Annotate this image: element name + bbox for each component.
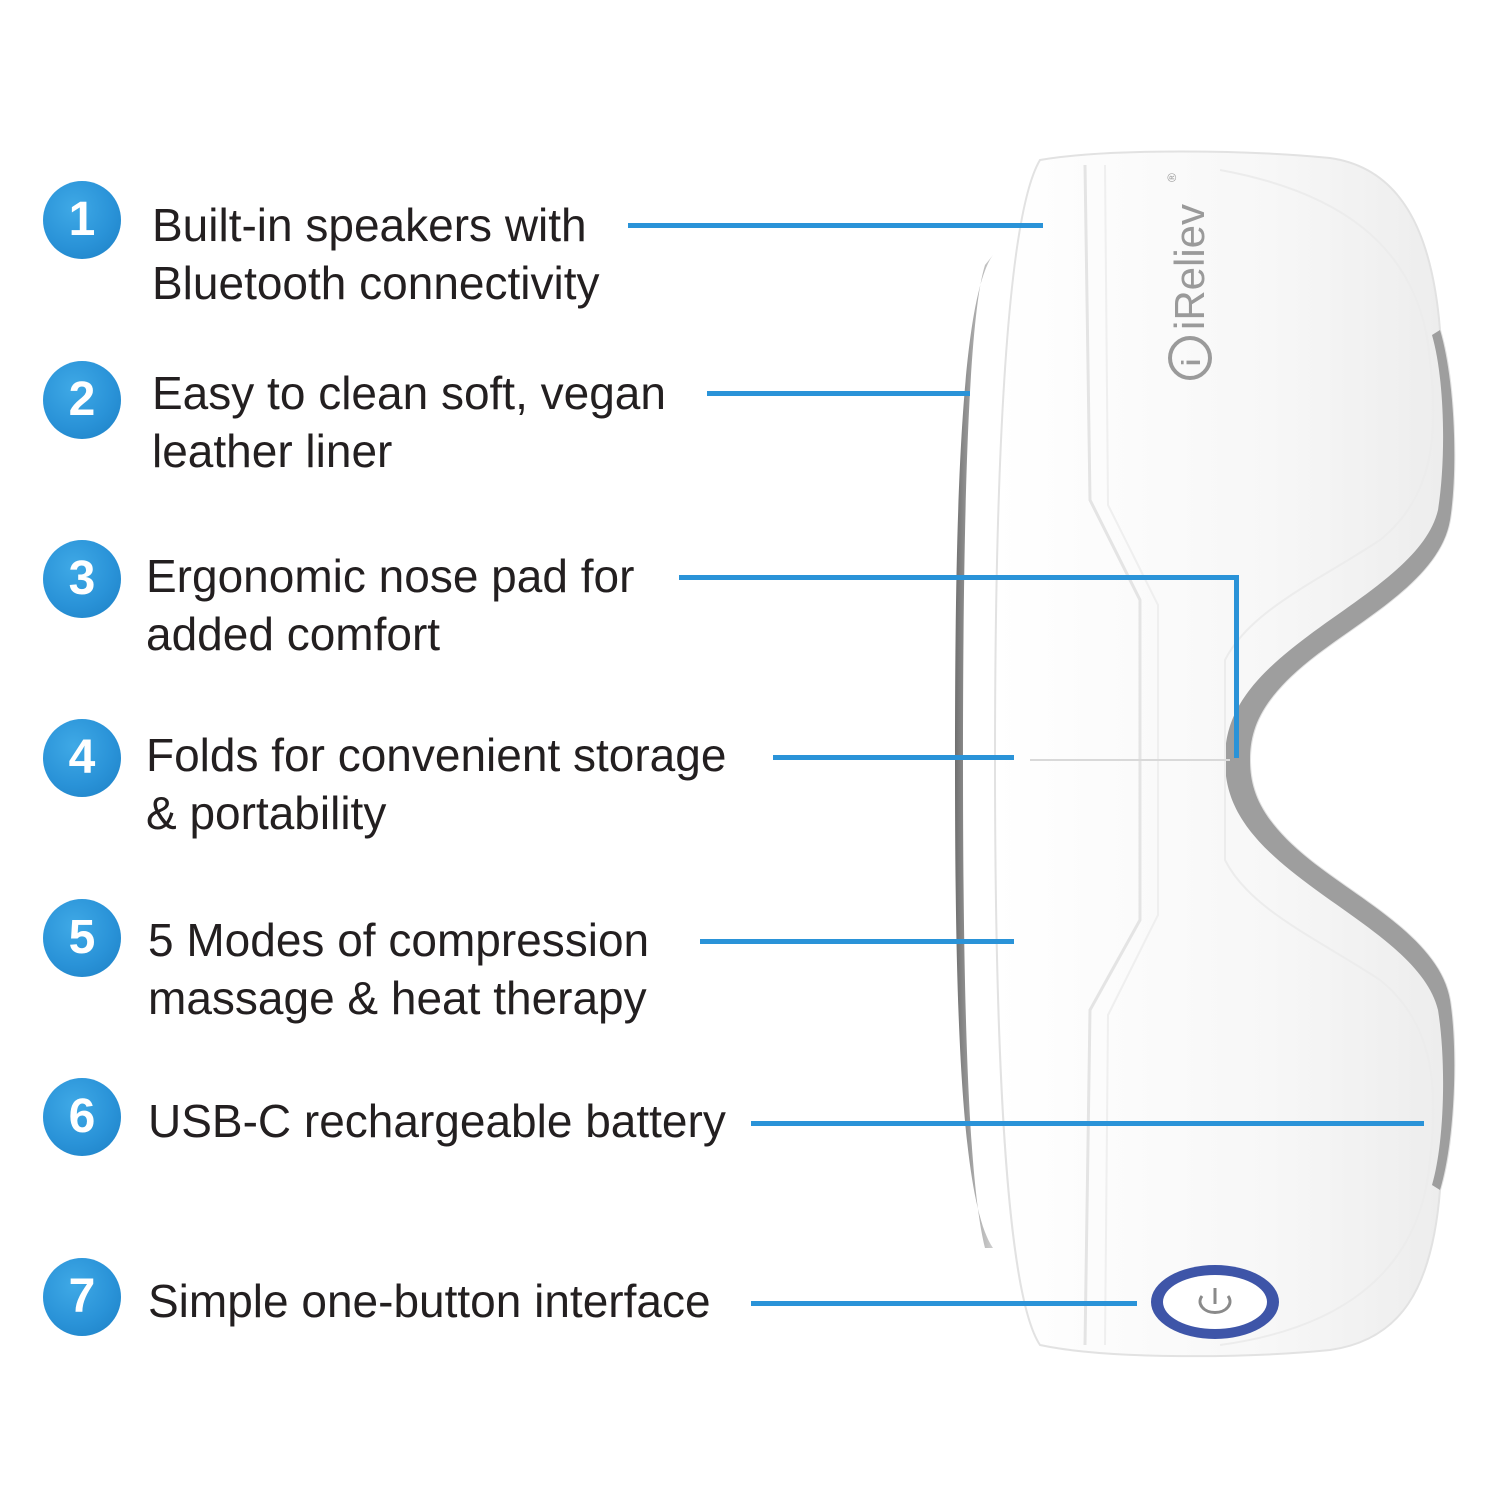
feature-7-line-1: Simple one-button interface: [148, 1275, 711, 1327]
feature-5-line-1: 5 Modes of compression: [148, 914, 650, 966]
ireliev-logo-icon: i iReliev ®: [1165, 173, 1213, 380]
feature-number-6: 6: [43, 1078, 121, 1156]
feature-label-2: Easy to clean soft, vegan leather liner: [152, 364, 666, 480]
feature-3-line-2: added comfort: [146, 608, 441, 660]
svg-text:iReliev: iReliev: [1166, 204, 1213, 330]
feature-number-7: 7: [43, 1258, 121, 1336]
feature-number-4: 4: [43, 719, 121, 797]
feature-3-line-1: Ergonomic nose pad for: [146, 550, 635, 602]
liner-edge: [955, 255, 993, 1248]
leader-line-3-drop: [1234, 575, 1239, 758]
leader-line-2: [707, 391, 970, 396]
feature-label-7: Simple one-button interface: [148, 1272, 711, 1330]
feature-4-line-2: & portability: [146, 787, 387, 839]
leader-line-6: [751, 1121, 1424, 1126]
leader-line-5: [700, 939, 1014, 944]
svg-text:i: i: [1176, 359, 1206, 366]
feature-1-line-1: Built-in speakers with: [152, 199, 587, 251]
feature-label-1: Built-in speakers with Bluetooth connect…: [152, 196, 600, 312]
svg-text:®: ®: [1165, 173, 1179, 182]
feature-number-3: 3: [43, 540, 121, 618]
feature-2-line-2: leather liner: [152, 425, 393, 477]
feature-number-2: 2: [43, 361, 121, 439]
feature-label-5: 5 Modes of compression massage & heat th…: [148, 911, 649, 1027]
feature-2-line-1: Easy to clean soft, vegan: [152, 367, 666, 419]
feature-number-5: 5: [43, 899, 121, 977]
leader-line-7: [751, 1301, 1137, 1306]
leader-line-3: [679, 575, 1239, 580]
feature-5-line-2: massage & heat therapy: [148, 972, 647, 1024]
feature-label-6: USB-C rechargeable battery: [148, 1092, 726, 1150]
feature-label-4: Folds for convenient storage & portabili…: [146, 726, 726, 842]
power-button[interactable]: [1151, 1265, 1279, 1339]
feature-number-1: 1: [43, 181, 121, 259]
power-icon: [1198, 1288, 1232, 1314]
feature-label-3: Ergonomic nose pad for added comfort: [146, 547, 634, 663]
leader-line-1: [628, 223, 1043, 228]
leader-line-4: [773, 755, 1014, 760]
feature-4-line-1: Folds for convenient storage: [146, 729, 727, 781]
feature-1-line-2: Bluetooth connectivity: [152, 257, 600, 309]
feature-6-line-1: USB-C rechargeable battery: [148, 1095, 726, 1147]
